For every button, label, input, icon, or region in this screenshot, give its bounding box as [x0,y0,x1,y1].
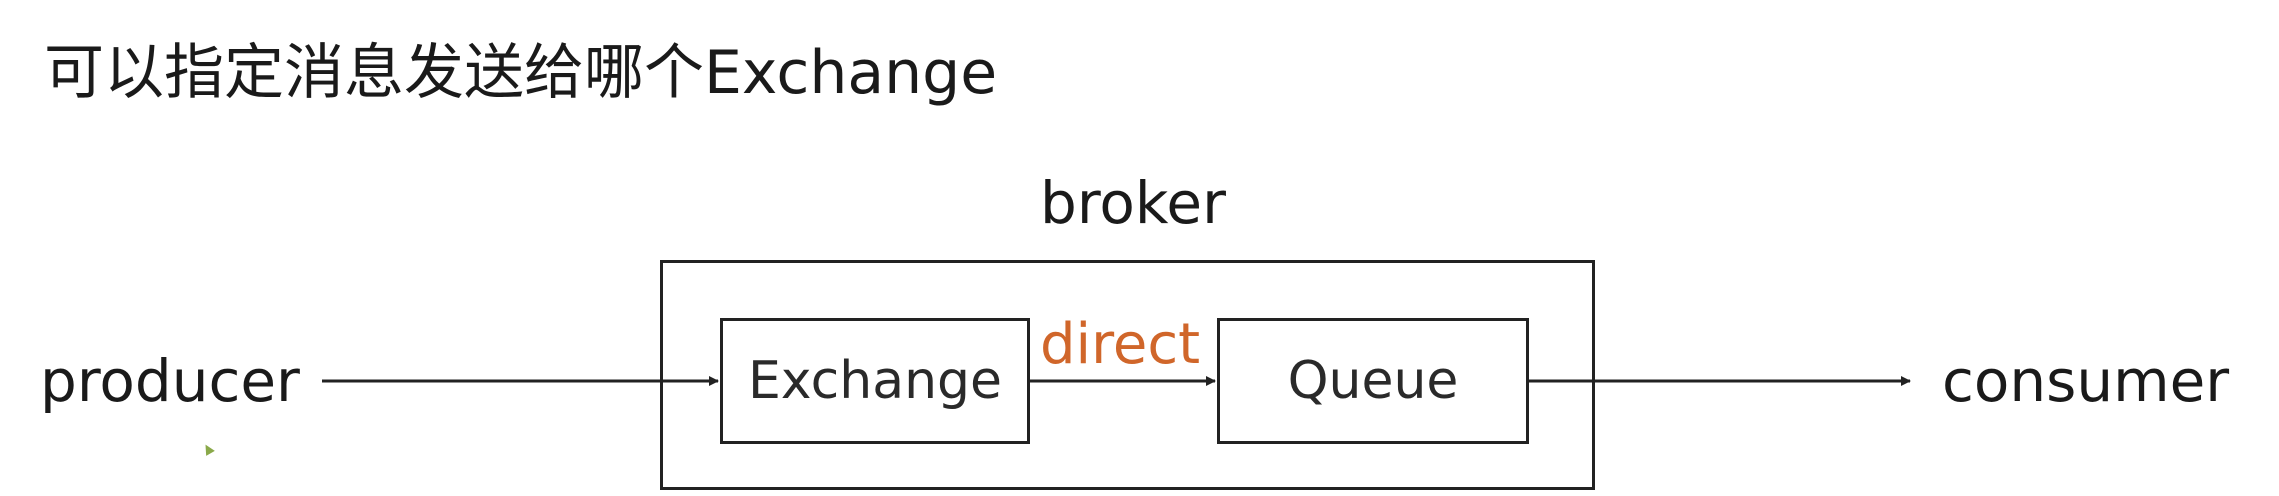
queue-node-label: Queue [1287,351,1459,411]
exchange-node: Exchange [720,318,1030,444]
broker-container [660,260,1595,490]
page-title: 可以指定消息发送给哪个Exchange [44,38,998,108]
exchange-node-label: Exchange [747,351,1003,411]
queue-node: Queue [1217,318,1529,444]
direct-edge-label: direct [1040,312,1201,377]
broker-label: broker [1040,169,1226,237]
consumer-label: consumer [1942,347,2230,415]
producer-label: producer [40,347,300,415]
mouse-cursor-icon [201,442,215,456]
